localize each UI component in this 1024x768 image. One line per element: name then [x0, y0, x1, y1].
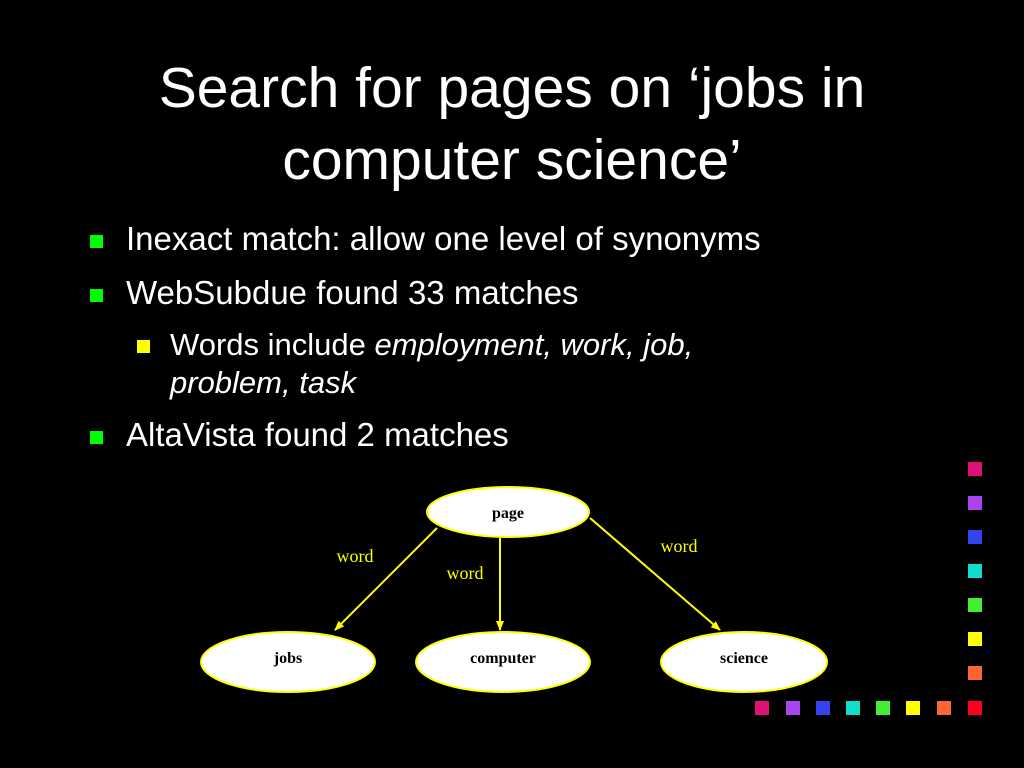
decor-square-vertical: [968, 462, 982, 476]
sub-bullet-italic-line2: problem, task: [170, 365, 357, 400]
decor-square-vertical: [968, 598, 982, 612]
bullet-item: WebSubdue found 33 matches: [90, 272, 930, 314]
bullet-list: Inexact match: allow one level of synony…: [90, 218, 930, 468]
edge-label-right: word: [661, 536, 698, 556]
node-page: page: [426, 486, 590, 538]
decor-square-horizontal: [937, 701, 951, 715]
sub-bullet-item: Words include employment, work, job, pro…: [137, 326, 890, 402]
node-page-label: page: [492, 505, 524, 522]
node-computer: computer: [415, 631, 591, 693]
sub-bullet-prefix: Words include: [170, 327, 375, 362]
decor-square-horizontal: [846, 701, 860, 715]
sub-bullet-marker: [137, 340, 150, 353]
decor-square-horizontal: [876, 701, 890, 715]
slide-title-line2: computer science’: [282, 128, 742, 192]
bullet-text: AltaVista found 2 matches: [126, 416, 509, 453]
bullet-item: Inexact match: allow one level of synony…: [90, 218, 930, 260]
node-science: science: [660, 631, 828, 693]
bullet-item: AltaVista found 2 matches: [90, 414, 930, 456]
slide-title: Search for pages on ‘jobs in computer sc…: [60, 52, 964, 196]
decor-square-horizontal: [906, 701, 920, 715]
bullet-text: WebSubdue found 33 matches: [126, 274, 579, 311]
decor-square-vertical: [968, 666, 982, 680]
bullet-text: Inexact match: allow one level of synony…: [126, 220, 761, 257]
decor-square-vertical: [968, 632, 982, 646]
node-science-label: science: [720, 650, 768, 667]
bullet-marker: [90, 235, 103, 248]
decor-square-vertical: [968, 564, 982, 578]
slide-title-line1: Search for pages on ‘jobs in: [158, 56, 866, 120]
decor-square-vertical: [968, 496, 982, 510]
node-jobs-label: jobs: [273, 650, 302, 667]
decor-square-horizontal: [755, 701, 769, 715]
edge-page-jobs: [334, 527, 438, 631]
node-jobs: jobs: [200, 631, 376, 693]
decor-square-horizontal: [816, 701, 830, 715]
decor-square-vertical: [968, 530, 982, 544]
bullet-marker: [90, 289, 103, 302]
sub-bullet-italic-line1: employment, work, job,: [374, 327, 694, 362]
edge-label-middle: word: [447, 563, 484, 583]
bullet-marker: [90, 431, 103, 444]
node-computer-label: computer: [470, 650, 536, 667]
edge-label-left: word: [337, 546, 374, 566]
decor-square-horizontal: [786, 701, 800, 715]
edge-page-science: [589, 517, 721, 631]
decor-square-corner: [968, 701, 982, 715]
